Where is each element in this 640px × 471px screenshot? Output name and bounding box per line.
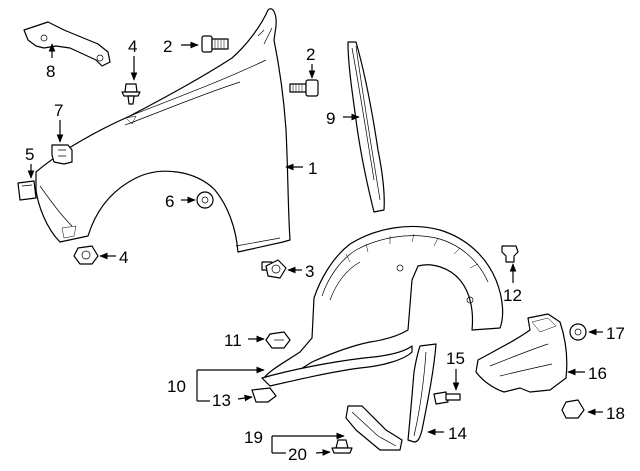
plug-part [17,180,37,201]
bolt-part-e [433,391,461,405]
deflector-part [345,405,403,451]
callout-12: 12 [503,286,522,305]
callout-10: 10 [167,377,186,396]
callout-2a: 2 [163,37,172,56]
nut-part-18 [561,399,585,419]
callout-17: 17 [606,324,625,343]
splash-shield-part [407,343,437,443]
bolt-part-c [73,245,99,265]
leader-lines [27,41,603,456]
callout-16: 16 [588,364,607,383]
callout-11: 11 [224,331,242,350]
grommet-part [196,191,214,209]
callout-4a: 4 [128,37,137,56]
callout-6: 6 [165,192,174,211]
bracket-part [23,21,111,67]
callout-labels: 1 2 2 3 4 4 5 6 7 8 9 10 11 12 13 14 15 … [25,37,625,464]
callout-20: 20 [288,445,307,464]
pushpin-part-20 [331,439,353,454]
clip-part [51,144,73,165]
callout-7: 7 [54,101,63,120]
pushpin-part-a [121,83,141,105]
callout-8: 8 [46,62,55,81]
fender-part [35,8,291,253]
callout-15: 15 [446,349,465,368]
callout-9: 9 [326,109,335,128]
seal-strip-part [347,41,385,213]
callout-5: 5 [25,145,34,164]
bolt-part-a [201,35,229,53]
clip-part-11 [265,331,291,349]
nut-part-17 [569,323,587,341]
callout-13: 13 [212,391,231,410]
fender-liner-part [261,225,504,387]
bolt-part-d [261,259,287,279]
callout-4b: 4 [119,248,128,267]
callout-1: 1 [308,159,317,178]
callout-18: 18 [606,404,625,423]
callout-3: 3 [305,262,314,281]
clip-part-13 [251,387,277,403]
bolt-part-b [289,79,319,97]
lower-shield-part [475,313,568,393]
leader-20 [315,449,331,456]
callout-19: 19 [244,428,263,447]
callout-2b: 2 [306,45,315,64]
leader-13 [237,394,253,402]
callout-14: 14 [448,424,467,443]
clip-part-12 [501,245,519,263]
